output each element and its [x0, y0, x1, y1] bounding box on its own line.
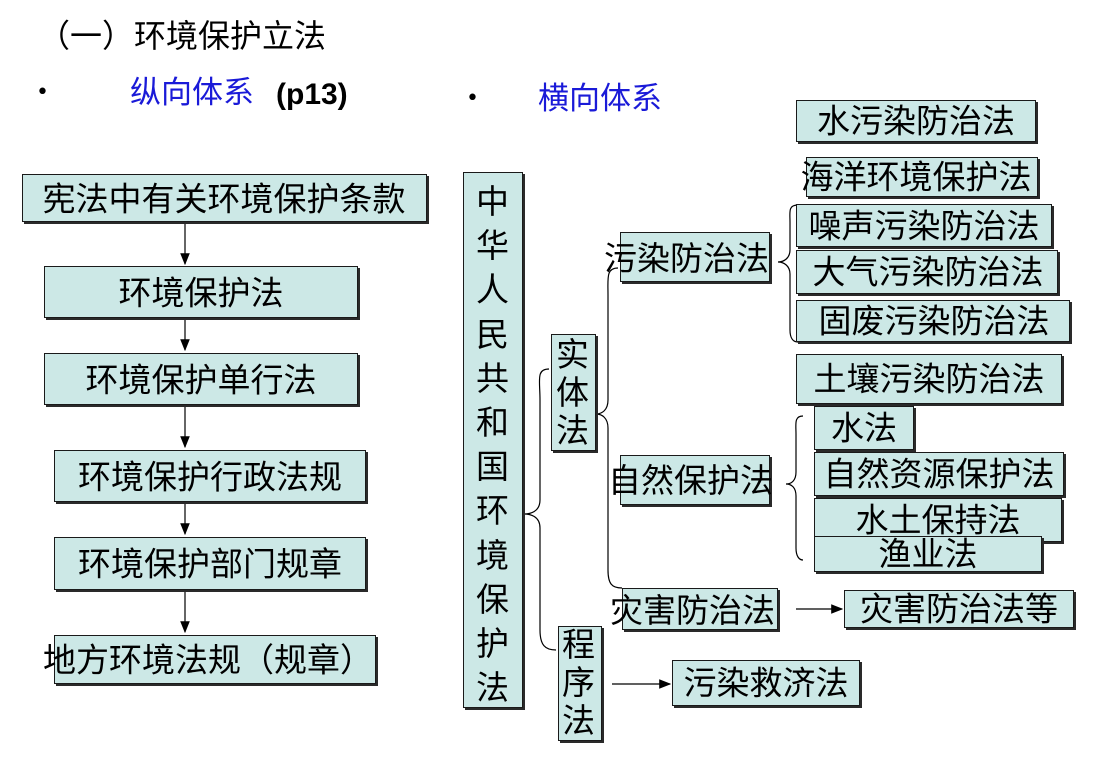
chain-box-admin-reg	[54, 450, 366, 502]
root-brace	[523, 368, 557, 651]
nature-item-soil-conservation: 水土保持法	[855, 500, 1021, 540]
nature-box	[620, 455, 770, 505]
pollution-box	[620, 232, 770, 282]
chain-box-env-law	[44, 266, 358, 318]
pollution-brace	[777, 204, 799, 343]
pollution-item-marine-box	[806, 157, 1038, 197]
disaster-label: 灾害防治法	[610, 591, 775, 630]
bullet-horizontal: •	[466, 86, 479, 111]
chain-label-dept-rule: 环境保护部门规章	[78, 544, 342, 584]
pollution-item-noise-box	[796, 204, 1052, 247]
disaster-item: 灾害防治法等	[860, 589, 1058, 629]
chain-box-local-reg	[54, 635, 376, 684]
chain-label-admin-reg: 环境保护行政法规	[78, 457, 342, 497]
relief-box	[672, 660, 860, 706]
root-box	[463, 172, 523, 708]
nature-item-fishery: 渔业法	[878, 534, 978, 574]
nature-label: 自然保护法	[608, 461, 773, 500]
substantive-brace	[595, 267, 623, 589]
chain-box-special-law	[44, 353, 358, 405]
procedural-label: 程序法	[562, 625, 595, 740]
heading-horizontal: 横向体系	[538, 81, 662, 117]
pollution-item-soil: 土壤污染防治法	[813, 359, 1045, 399]
pollution-item-air-box	[796, 250, 1058, 294]
bullet-vertical: •	[36, 80, 49, 105]
chain-box-dept-rule	[54, 537, 366, 590]
nature-item-water-law: 水法	[831, 408, 897, 448]
chain-label-local-reg: 地方环境法规（规章）	[43, 640, 373, 680]
substantive-box	[551, 334, 596, 451]
pollution-item-marine: 海洋环境保护法	[800, 157, 1032, 197]
heading-vertical: 纵向体系	[130, 75, 254, 111]
nature-brace	[785, 415, 804, 561]
pollution-item-solid: 固废污染防治法	[818, 301, 1050, 341]
chain-label-constitution: 宪法中有关环境保护条款	[42, 179, 406, 219]
nature-item-resources: 自然资源保护法	[823, 454, 1055, 494]
procedural-box	[558, 626, 602, 741]
chain-label-env-law: 环境保护法	[118, 273, 284, 313]
root-label: 中华人民共和国环境保护法	[476, 182, 509, 708]
nature-item-water-law-box	[814, 406, 914, 450]
pollution-item-water-box	[796, 100, 1036, 142]
pollution-label: 污染防治法	[604, 239, 769, 278]
substantive-label: 实体法	[556, 335, 589, 450]
pollution-item-solid-box	[796, 300, 1070, 342]
disaster-item-box	[844, 590, 1074, 628]
relief-label: 污染救济法	[683, 663, 849, 703]
nature-item-fishery-box	[814, 536, 1042, 572]
chain-label-special-law: 环境保护单行法	[85, 360, 317, 400]
disaster-box	[622, 588, 778, 630]
pollution-item-air: 大气污染防治法	[812, 252, 1044, 292]
page-title: （一）环境保护立法	[38, 17, 327, 55]
heading-vertical-ref: (p13)	[276, 78, 348, 111]
pollution-item-water: 水污染防治法	[817, 101, 1015, 141]
pollution-item-soil-box	[796, 354, 1062, 404]
chain-box-constitution	[22, 174, 427, 222]
nature-item-resources-box	[814, 452, 1064, 496]
pollution-item-noise: 噪声污染防治法	[808, 206, 1040, 246]
